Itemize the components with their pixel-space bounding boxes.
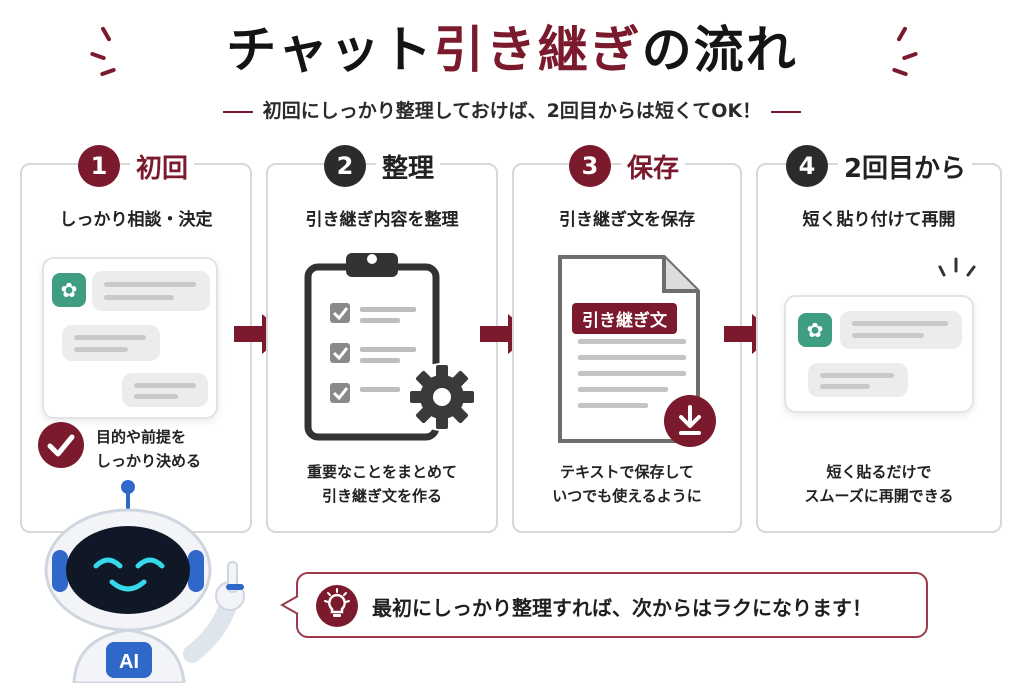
chat-bubble xyxy=(122,373,208,407)
page-title: チャット引き継ぎの流れ xyxy=(0,18,1024,82)
clipboard-checklist-icon xyxy=(304,253,476,441)
chatgpt-logo-icon: ✿ xyxy=(52,273,86,307)
summary-callout: 最初にしっかり整理すれば、次からはラクになります！ xyxy=(296,572,928,638)
chat-bubble xyxy=(62,325,160,361)
chatgpt-logo-icon: ✿ xyxy=(798,313,832,347)
robot-badge: AI xyxy=(119,651,139,673)
step-number-1: 1 xyxy=(77,145,120,187)
download-icon xyxy=(664,395,716,447)
step-title-2: 整理 xyxy=(375,147,440,185)
sparkle-icon xyxy=(938,257,976,277)
step-note-1: 目的や前提を しっかり決める xyxy=(96,428,202,470)
callout-pointer xyxy=(280,595,299,615)
chat-bubble xyxy=(92,271,210,311)
chat-bubble xyxy=(840,311,962,349)
step-subtitle-3: 引き継ぎ文を保存 xyxy=(559,210,695,230)
chat-window: ✿ xyxy=(42,257,218,419)
robot-mascot: AI xyxy=(44,480,245,683)
step-desc-2: 重要なことをまとめて 引き継ぎ文を作る xyxy=(306,463,457,505)
subtitle: 初回にしっかり整理しておけば、2回目からは短くてOK！ xyxy=(0,96,1024,123)
step-title-1: 初回 xyxy=(129,147,194,185)
step-desc-3: テキストで保存して いつでも使えるように xyxy=(552,463,702,505)
callout-text: 最初にしっかり整理すれば、次からはラクになります！ xyxy=(372,596,872,620)
subtitle-text: 初回にしっかり整理しておけば、2回目からは短くてOK！ xyxy=(262,100,762,122)
step-desc-4: 短く貼るだけで スムーズに再開できる xyxy=(804,463,954,505)
step-number-3: 3 xyxy=(568,145,611,187)
step-subtitle-4: 短く貼り付けて再開 xyxy=(802,210,956,230)
checkmark-icon xyxy=(38,422,84,468)
step-number-2: 2 xyxy=(323,145,366,187)
title-part-2: 引き継ぎ xyxy=(433,21,642,79)
step-subtitle-1: しっかり相談・決定 xyxy=(59,210,213,230)
step-title-3: 保存 xyxy=(620,147,685,185)
gear-icon xyxy=(408,363,476,431)
chat-bubble xyxy=(808,363,908,397)
step-title-4: 2回目から xyxy=(837,147,973,185)
step-subtitle-2: 引き継ぎ内容を整理 xyxy=(305,210,459,230)
title-part-1: チャット xyxy=(226,21,434,79)
title-part-3: の流れ xyxy=(641,21,798,79)
step-number-4: 4 xyxy=(785,145,828,187)
lightbulb-icon xyxy=(316,585,358,627)
chat-window: ✿ xyxy=(784,295,974,413)
document-label: 引き継ぎ文 xyxy=(572,303,677,334)
